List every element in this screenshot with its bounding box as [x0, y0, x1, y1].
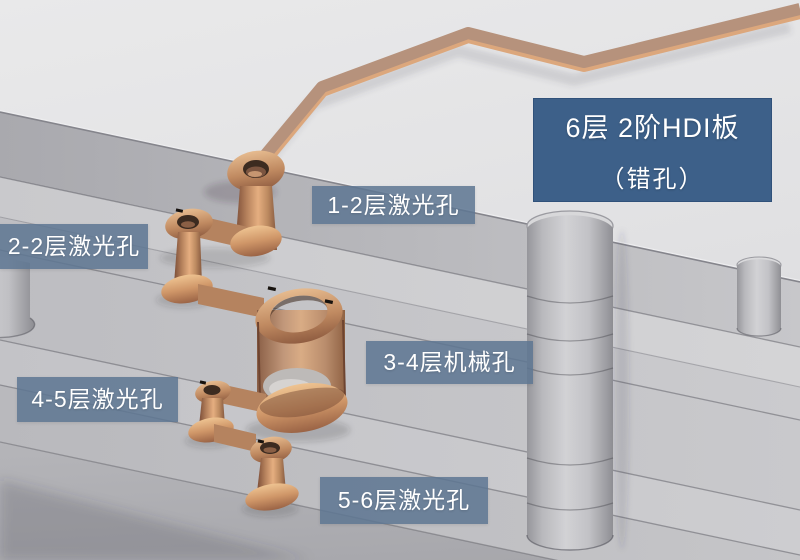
via-2-2-laser [161, 208, 282, 304]
pad-notch [267, 286, 277, 292]
drill-hole-small-bottom-rim [736, 327, 782, 337]
via-3-4-top-pad-ring [255, 288, 343, 344]
layer-line [0, 176, 800, 348]
via-5-6-laser [214, 424, 299, 511]
pad-notch [175, 208, 184, 213]
callout-via-2-2-label: 2-2层激光孔 [7, 233, 141, 259]
title-line2: （错孔） [600, 166, 705, 193]
drill-hole-small [737, 259, 781, 336]
layer3-trace [198, 284, 264, 318]
trace-surface [252, 3, 800, 169]
title-box: 6层 2阶HDI板 （错孔） [533, 98, 772, 202]
via-3-4-hole-shadow [270, 295, 328, 320]
drill-holes [0, 210, 782, 551]
callout-via-5-6: 5-6层激光孔 [320, 477, 488, 524]
drill-hole-large-shadow [615, 230, 629, 550]
layer4-trace [220, 384, 266, 413]
via-3-4-bottom-pad [256, 383, 348, 433]
via-1-2-hole-glint [248, 171, 262, 177]
callout-via-3-4: 3-4层机械孔 [366, 341, 533, 384]
callout-via-4-5-label: 4-5层激光孔 [31, 386, 164, 412]
via-2-2-hole-glint [181, 221, 195, 228]
via-5-6-hole-glint [263, 447, 277, 453]
pad-notch [199, 380, 207, 385]
copper-structures [156, 3, 800, 517]
drill-hole-left-bottom-rim [0, 317, 36, 339]
callout-via-3-4-label: 3-4层机械孔 [383, 349, 516, 375]
pad-notch [324, 299, 334, 305]
layer-line [0, 249, 800, 421]
drill-hole-left [0, 256, 35, 338]
title-line1: 6层 2阶HDI板 [565, 113, 740, 143]
copper-trace-top [251, 3, 800, 174]
drill-hole-large [527, 215, 613, 550]
via-3-4-bottom-pad-shade [259, 387, 345, 418]
drill-hole-large-bottom-rim [526, 534, 614, 551]
layer5-trace [214, 424, 256, 452]
via-4-5-hole [203, 385, 221, 395]
bottom-left-shadow [0, 480, 310, 560]
callout-via-2-2: 2-2层激光孔 [0, 224, 148, 269]
layer-line [0, 339, 800, 511]
drill-hole-large-layer-arcs [526, 295, 614, 511]
callout-via-1-2: 1-2层激光孔 [312, 186, 475, 224]
callout-via-5-6-label: 5-6层激光孔 [337, 487, 471, 513]
callout-via-4-5: 4-5层激光孔 [17, 377, 178, 422]
callout-via-1-2-label: 1-2层激光孔 [327, 191, 460, 218]
dielectric-band-6 [0, 442, 800, 560]
via-5-6-bottom-pad [245, 483, 299, 511]
pad-notch [257, 439, 265, 444]
via-2-2-barrel [174, 232, 202, 284]
barrel-3-4-left-edge [257, 321, 261, 399]
via-1-2-bottom-pad [230, 225, 282, 257]
layer-line [0, 441, 559, 560]
barrel-3-4-right-edge [342, 319, 346, 399]
via-3-4-mechanical [198, 284, 348, 433]
